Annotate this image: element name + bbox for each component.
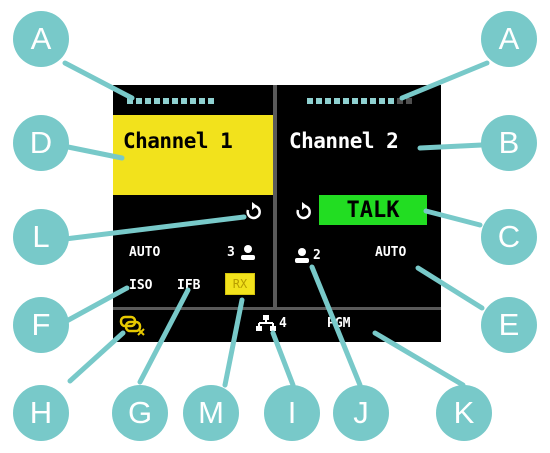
- talk-button[interactable]: TALK: [319, 195, 427, 225]
- meter-segment: [388, 98, 394, 104]
- device-screen: Channel 1 Channel 2 TALK AUTO 3 2 AUTO I…: [113, 85, 441, 342]
- channel1-highlight[interactable]: [113, 115, 273, 195]
- callout-b: B: [481, 115, 537, 171]
- leader-line-h: [67, 330, 126, 384]
- iso-label: ISO: [129, 278, 153, 293]
- leader-line-g: [137, 287, 191, 385]
- meter-segment: [379, 98, 385, 104]
- link-disconnected-icon: [119, 315, 145, 336]
- callout-a-left: A: [13, 11, 69, 67]
- meter-segment: [370, 98, 376, 104]
- meter-segment: [397, 98, 403, 104]
- meter-segment: [145, 98, 151, 104]
- channel1-level-meter: [127, 98, 214, 104]
- leader-line-f: [60, 285, 130, 326]
- user-icon: [295, 248, 309, 263]
- callout-k: K: [436, 385, 492, 441]
- network-count: 4: [279, 316, 287, 331]
- leader-line-j: [309, 264, 363, 388]
- leader-line-l: [62, 214, 247, 242]
- callout-h: H: [13, 385, 69, 441]
- meter-segment: [199, 98, 205, 104]
- leader-line-i: [270, 330, 296, 388]
- meter-segment: [181, 98, 187, 104]
- callout-f: F: [13, 297, 69, 353]
- leader-line-c: [423, 208, 483, 228]
- meter-segment: [406, 98, 412, 104]
- callout-i: I: [264, 385, 320, 441]
- status-divider: [113, 307, 441, 310]
- channel2-level-meter: [307, 98, 412, 104]
- meter-segment: [307, 98, 313, 104]
- leader-line-a-right: [399, 60, 490, 101]
- leader-line-m: [222, 297, 245, 388]
- reply-icon[interactable]: [243, 202, 263, 222]
- meter-segment: [208, 98, 214, 104]
- channel2-title: Channel 2: [289, 129, 399, 153]
- callout-m: M: [183, 385, 239, 441]
- meter-segment: [190, 98, 196, 104]
- meter-segment: [343, 98, 349, 104]
- meter-segment: [127, 98, 133, 104]
- rx-indicator: RX: [225, 273, 255, 295]
- leader-line-a-left: [62, 60, 135, 101]
- meter-segment: [361, 98, 367, 104]
- channel1-title: Channel 1: [123, 129, 233, 153]
- callout-a-right: A: [481, 11, 537, 67]
- meter-segment: [316, 98, 322, 104]
- meter-segment: [334, 98, 340, 104]
- meter-segment: [163, 98, 169, 104]
- channel1-mode: AUTO: [129, 245, 161, 260]
- channel-divider: [273, 85, 277, 307]
- ifb-label: IFB: [177, 278, 201, 293]
- leader-line-b: [417, 142, 485, 151]
- leader-line-d: [65, 144, 125, 161]
- meter-segment: [325, 98, 331, 104]
- callout-d: D: [13, 115, 69, 171]
- callout-l: L: [13, 209, 69, 265]
- meter-segment: [136, 98, 142, 104]
- callout-j: J: [333, 385, 389, 441]
- callout-c: C: [481, 209, 537, 265]
- leader-line-e: [415, 265, 485, 311]
- channel1-user-count: 3: [227, 245, 235, 260]
- leader-line-k: [372, 330, 466, 388]
- reply-icon[interactable]: [293, 202, 313, 222]
- meter-segment: [352, 98, 358, 104]
- callout-e: E: [481, 297, 537, 353]
- meter-segment: [154, 98, 160, 104]
- meter-segment: [172, 98, 178, 104]
- channel2-user-count: 2: [313, 248, 321, 263]
- channel2-mode: AUTO: [375, 245, 407, 260]
- callout-g: G: [112, 385, 168, 441]
- network-icon: [256, 315, 276, 331]
- user-icon: [241, 245, 255, 260]
